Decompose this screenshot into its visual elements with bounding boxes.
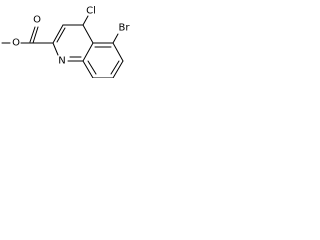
bond-c8-c8a	[82, 60, 94, 78]
bond-n1-c2	[52, 42, 59, 56]
bond-c2-c3	[52, 24, 64, 44]
chemical-structure: Cl Br N O O	[1, 6, 131, 78]
atom-label-carbonyl-oxygen: O	[33, 15, 41, 26]
atom-label-chlorine: Cl	[86, 6, 96, 17]
bond-c6-br	[112, 33, 119, 44]
bond-c4-c4a	[82, 24, 94, 44]
bond-c8-c8a-double	[87, 60, 97, 75]
bond-c4a-c8a	[82, 42, 94, 62]
bond-c4-cl	[82, 15, 89, 26]
bond-c6-c7-double	[110, 60, 120, 75]
bond-carbonyl-o-double-a	[32, 26, 39, 44]
bond-c2-c3-double	[56, 27, 66, 43]
atom-label-bromine: Br	[119, 23, 131, 34]
bond-c5-c6	[112, 42, 124, 62]
atom-label-ester-oxygen: O	[12, 38, 20, 49]
bond-c6-c7	[112, 60, 124, 78]
bond-carbonyl-o-double-b	[29, 26, 36, 43]
atom-label-nitrogen: N	[58, 56, 65, 67]
